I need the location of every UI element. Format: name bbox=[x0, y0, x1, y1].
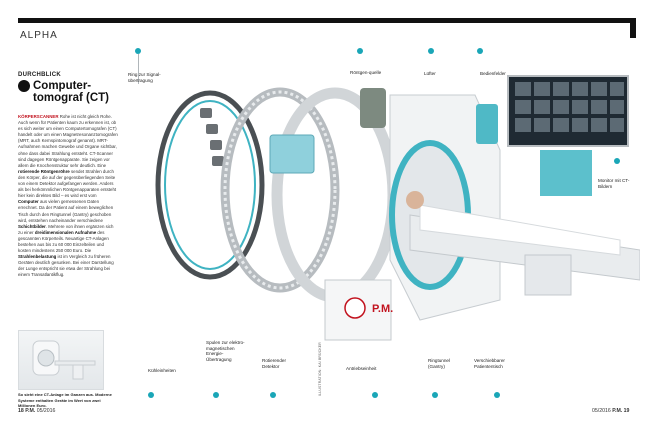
header-rule bbox=[18, 18, 636, 23]
callout-dot-detector bbox=[270, 392, 276, 398]
header-rule-end bbox=[630, 18, 636, 38]
label-ring-tunnel: Ringtunnel (Gantry) bbox=[428, 358, 450, 369]
footer-issue-left: 05/2016 bbox=[36, 408, 56, 414]
signal-ring bbox=[155, 90, 265, 280]
detector-module bbox=[269, 134, 315, 174]
footer-brand-left: P.M. bbox=[25, 408, 36, 414]
signal-ring-inner bbox=[164, 100, 256, 270]
label-drive-unit: Antriebseinheit bbox=[346, 366, 377, 371]
article-body-run: KÖRPERSCANNER bbox=[18, 114, 60, 119]
xray-source bbox=[360, 88, 386, 128]
coil-ring-detail bbox=[223, 90, 337, 290]
article-body: KÖRPERSCANNER Rohe ist nicht gleich Rohe… bbox=[18, 114, 118, 279]
article-body-run: Schichtbilder bbox=[18, 223, 46, 229]
thumbnail-caption: So sieht eine CT-Anlage im Ganzen aus. M… bbox=[18, 392, 112, 408]
section-label: ALPHA bbox=[20, 30, 58, 41]
cooling-units bbox=[200, 108, 224, 166]
callout-dot-controls bbox=[477, 48, 483, 54]
callout-dot-drive bbox=[372, 392, 378, 398]
page-number-left: 18 bbox=[18, 408, 24, 414]
article-body-run: dreidimensionalen Aufnahme bbox=[34, 229, 97, 235]
callout-dot-fan bbox=[428, 48, 434, 54]
article-body-run: . Mehrere von ihnen ergänzen sich zu ein… bbox=[18, 223, 114, 235]
article-title: Computer-tomograf (CT) bbox=[33, 80, 110, 104]
label-fan: Lüfter bbox=[424, 71, 436, 76]
footer-left: 18 P.M. 05/2016 bbox=[18, 408, 55, 414]
callout-dot-table bbox=[494, 392, 500, 398]
ct-exploded-illustration: P.M. bbox=[155, 75, 640, 341]
patient-sheet bbox=[419, 204, 621, 256]
label-detector: Rotierender Detektor bbox=[262, 358, 287, 369]
ct-thumbnail-drawing bbox=[32, 340, 96, 380]
article-body-run: ist im Vergleich zu früheren Geräten deu… bbox=[18, 254, 114, 278]
label-cooling-units: Kühleinheiten bbox=[148, 368, 176, 373]
article-body-run: aus vielen gemessenen Daten errechnet. D… bbox=[18, 199, 114, 223]
label-patient-table: Verschiebbarer Patiententisch bbox=[474, 358, 505, 369]
article-kicker: DURCHBLICK bbox=[18, 72, 61, 78]
brand-seal-icon bbox=[344, 297, 366, 319]
label-monitor: Monitor mit CT-Bildern bbox=[598, 178, 630, 189]
callout-dot-xray bbox=[357, 48, 363, 54]
ct-system-thumbnail bbox=[18, 330, 104, 390]
callout-dot-coils bbox=[213, 392, 219, 398]
label-coils: Spulen zur elektro-magnetischen Energie-… bbox=[206, 340, 245, 362]
article-body-run: Strahlenbelastung bbox=[18, 254, 57, 260]
page-number-right: 19 bbox=[623, 408, 630, 414]
control-panel bbox=[476, 104, 498, 144]
illustration-credit: ILLUSTRATION: KAI BRÜCKER bbox=[318, 342, 322, 396]
patient-head bbox=[406, 191, 424, 209]
label-control-panels: Bedienfelder bbox=[480, 71, 506, 76]
footer-right: 05/2016 P.M. 19 bbox=[592, 408, 629, 414]
article-body-run: des gescannten Körperteils. Neuartige CT… bbox=[18, 229, 109, 254]
footer-brand-right: P.M. bbox=[612, 408, 623, 414]
monitor-cabinet bbox=[540, 150, 592, 196]
footer-issue-right: 05/2016 bbox=[592, 408, 611, 414]
callout-dot-tunnel bbox=[432, 392, 438, 398]
leader-ring bbox=[138, 54, 139, 84]
drive-unit-brand: P.M. bbox=[372, 303, 393, 315]
article-body-run: Rohe ist nicht gleich Rohe. Auch wenn fü… bbox=[18, 114, 118, 168]
callout-dot-ring bbox=[135, 48, 141, 54]
article-body-run: Computer bbox=[18, 199, 39, 205]
article-body-run: sendet Strahlen durch den Körper, die au… bbox=[18, 168, 117, 199]
article-body-run: rotierende Röntgenröhre bbox=[18, 168, 70, 174]
label-xray-source: Röntgen-quelle bbox=[350, 70, 382, 75]
callout-dot-monitor bbox=[614, 158, 620, 164]
monitor-scan-images bbox=[515, 82, 624, 132]
ct-scanner-icon bbox=[18, 80, 30, 92]
label-signal-ring: Ring zur Signal-übertragung bbox=[128, 72, 161, 83]
callout-dot-cooling bbox=[148, 392, 154, 398]
table-base bbox=[524, 254, 572, 296]
